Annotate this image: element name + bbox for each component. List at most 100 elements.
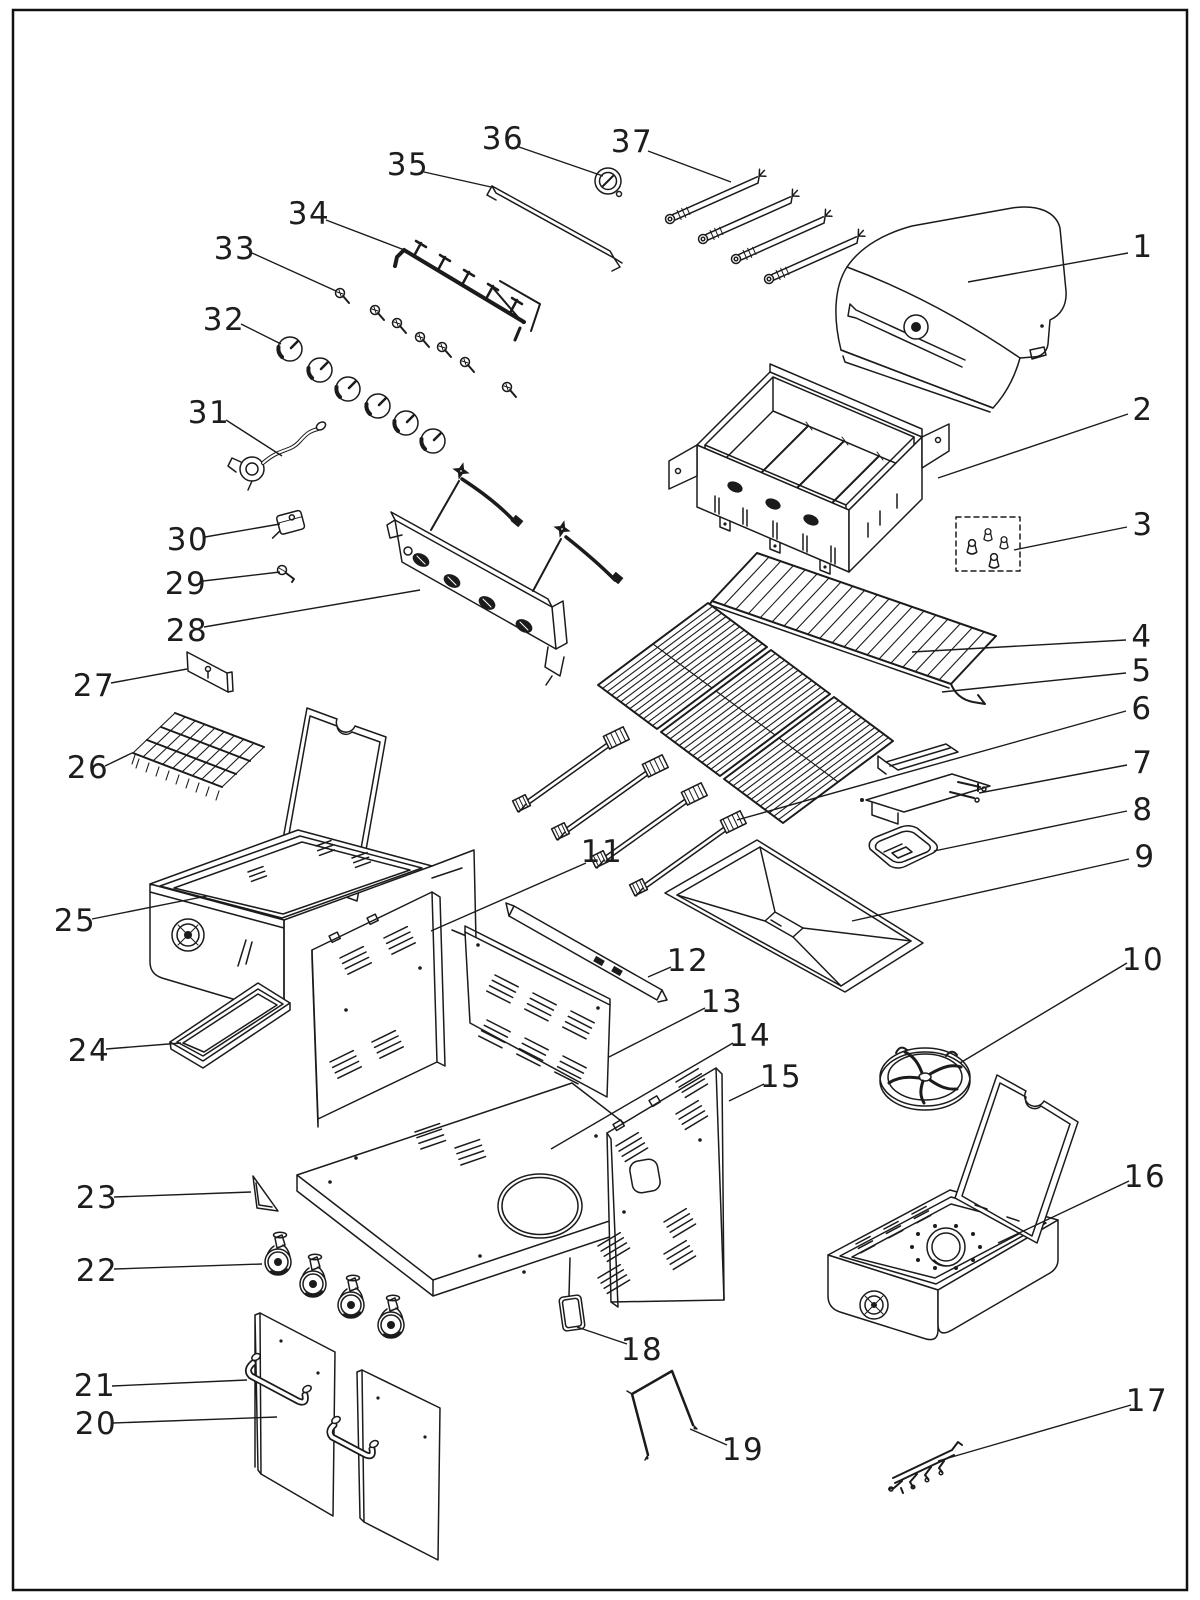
part-fastener-kit [955, 516, 1021, 572]
part-cart-doors [254, 1312, 441, 1561]
part-label-16: 16 [1123, 1159, 1167, 1195]
leader-firebox [937, 413, 1129, 479]
leader-carryover-tubes [736, 710, 1127, 821]
part-hose-regulator [227, 421, 327, 491]
leader-screw [202, 571, 281, 582]
part-label-6: 6 [1131, 691, 1153, 727]
part-label-18: 18 [620, 1332, 664, 1368]
part-lid [835, 206, 1067, 413]
leader-side-burner-grate [959, 962, 1128, 1064]
part-label-4: 4 [1131, 619, 1153, 655]
part-label-25: 25 [53, 903, 97, 939]
door-handle-attached [326, 1415, 379, 1460]
leader-fastener-kit [1013, 526, 1128, 551]
leader-bottom-shelf [550, 1042, 734, 1150]
part-label-22: 22 [75, 1253, 119, 1289]
leader-lid [967, 252, 1129, 283]
part-side-tray [169, 982, 291, 1069]
part-side-burner-lid [954, 1074, 1079, 1244]
leader-bracket [978, 764, 1128, 794]
part-bracket [860, 743, 991, 825]
part-label-27: 27 [72, 668, 116, 704]
part-label-23: 23 [75, 1180, 119, 1216]
part-thermometer [594, 167, 623, 198]
leader-skewer-rack [104, 752, 133, 767]
leader-valve-screws [251, 252, 337, 292]
part-wire-frame [626, 1369, 698, 1461]
part-label-35: 35 [386, 147, 430, 183]
part-side-burner-grate [879, 1046, 971, 1111]
part-label-21: 21 [73, 1368, 117, 1404]
part-support-rail [505, 902, 668, 1003]
part-grease-cup [868, 824, 938, 869]
leader-side-tray [105, 1042, 182, 1050]
part-label-29: 29 [164, 566, 208, 602]
leader-mounting-plate [110, 668, 188, 684]
part-label-1: 1 [1132, 229, 1154, 265]
leader-control-panel [203, 589, 421, 628]
part-label-13: 13 [700, 984, 744, 1020]
part-side-burner-assembly [149, 707, 477, 1012]
part-mounting-plate [186, 651, 234, 693]
part-label-24: 24 [67, 1033, 111, 1069]
leader-left-side-panel [430, 862, 587, 932]
part-drip-pan [664, 839, 924, 993]
part-skewer-rack [131, 712, 265, 801]
part-label-14: 14 [728, 1018, 772, 1054]
part-label-19: 19 [721, 1432, 765, 1468]
part-label-10: 10 [1121, 942, 1165, 978]
leader-door-handle [111, 1379, 248, 1387]
part-label-7: 7 [1132, 745, 1154, 781]
part-label-17: 17 [1125, 1383, 1169, 1419]
part-label-2: 2 [1132, 392, 1154, 428]
leader-electrode-rail [937, 1404, 1132, 1462]
part-label-32: 32 [202, 302, 246, 338]
part-label-30: 30 [166, 522, 210, 558]
leader-corner-bracket [113, 1191, 252, 1198]
part-left-side-panel [311, 891, 446, 1128]
part-label-11: 11 [580, 834, 624, 870]
part-label-34: 34 [287, 196, 331, 232]
part-manifold [393, 239, 541, 342]
part-label-3: 3 [1132, 507, 1154, 543]
leader-cooking-grates [941, 672, 1127, 693]
part-label-5: 5 [1131, 653, 1153, 689]
leader-manifold [325, 219, 408, 252]
part-label-36: 36 [481, 121, 525, 157]
leader-right-side-panel [728, 1083, 765, 1102]
leader-casters [113, 1263, 263, 1270]
part-label-20: 20 [74, 1406, 118, 1442]
part-door-handle [244, 1352, 312, 1406]
leader-burner-tubes [647, 150, 732, 183]
part-label-37: 37 [610, 124, 654, 160]
part-label-8: 8 [1132, 792, 1154, 828]
leader-thermometer [518, 146, 604, 177]
leader-igniter-module [204, 523, 281, 538]
part-label-26: 26 [66, 750, 110, 786]
part-corner-bracket [252, 1175, 279, 1212]
part-label-12: 12 [666, 943, 710, 979]
leader-grease-cup [933, 810, 1128, 852]
leader-support-rail [647, 966, 672, 978]
leader-hose-regulator [225, 419, 283, 457]
leader-back-panel [608, 1007, 706, 1058]
leader-wire-frame [689, 1428, 728, 1446]
leader-drip-pan [851, 858, 1130, 922]
part-firebox [668, 363, 950, 575]
part-igniter-module [271, 509, 306, 539]
part-control-panel [386, 459, 624, 686]
part-label-9: 9 [1134, 839, 1156, 875]
part-label-33: 33 [213, 231, 257, 267]
leader-handle-bar [423, 171, 492, 188]
leader-hanging-tag [576, 1326, 628, 1345]
part-label-31: 31 [187, 395, 231, 431]
leader-control-knobs [240, 323, 282, 345]
leader-side-burner-assembly [91, 895, 208, 920]
part-label-28: 28 [165, 613, 209, 649]
part-back-panel [464, 925, 611, 1098]
part-handle-bar [486, 185, 623, 272]
part-side-burner-box [827, 1074, 1079, 1341]
